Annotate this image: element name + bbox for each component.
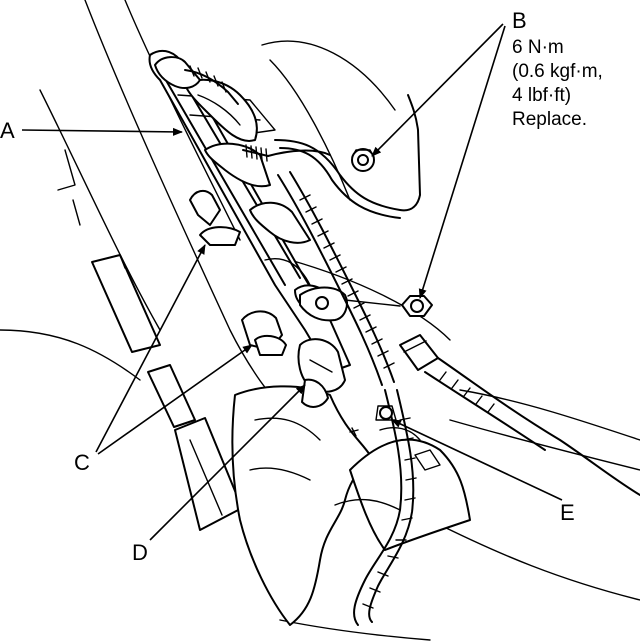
label-A: A [0, 118, 15, 143]
screw-small [349, 427, 359, 437]
label-D: D [132, 540, 148, 565]
torque-spec-block: 6 N·m (0.6 kgf·m, 4 lbf·ft) Replace. [512, 37, 603, 130]
torque-spec-line-4: Replace. [512, 109, 587, 130]
top-cap-and-cable [154, 56, 239, 105]
leader-C-upper [95, 244, 206, 453]
leader-D [149, 384, 306, 541]
clip-C-upper [189, 189, 241, 246]
leader-E [391, 419, 563, 501]
pillar-trim-pieces [91, 254, 243, 531]
callout-leaders [21, 23, 563, 541]
lower-housing [231, 385, 471, 626]
leader-B-upper [371, 23, 504, 157]
tube-line [274, 94, 421, 219]
torque-spec-line-1: 6 N·m [512, 37, 564, 58]
mechanism-D [297, 338, 346, 408]
middle-bracket [299, 286, 401, 322]
torque-spec-line-3: 4 lbf·ft) [512, 85, 571, 106]
clip-C-lower [241, 310, 287, 356]
cable-connector [399, 334, 640, 496]
clip-E [375, 405, 397, 421]
leader-C-lower [97, 344, 253, 455]
leader-B-lower [418, 25, 506, 299]
label-B: B [512, 8, 527, 33]
torque-spec-line-2: (0.6 kgf·m, [512, 61, 603, 82]
bolt-B-lower [401, 295, 433, 317]
lower-cable [353, 389, 417, 626]
coiled-cable [277, 171, 395, 386]
label-C: C [74, 450, 90, 475]
bolt-B-upper [351, 148, 375, 172]
leader-A [21, 127, 183, 136]
label-E: E [560, 500, 575, 525]
